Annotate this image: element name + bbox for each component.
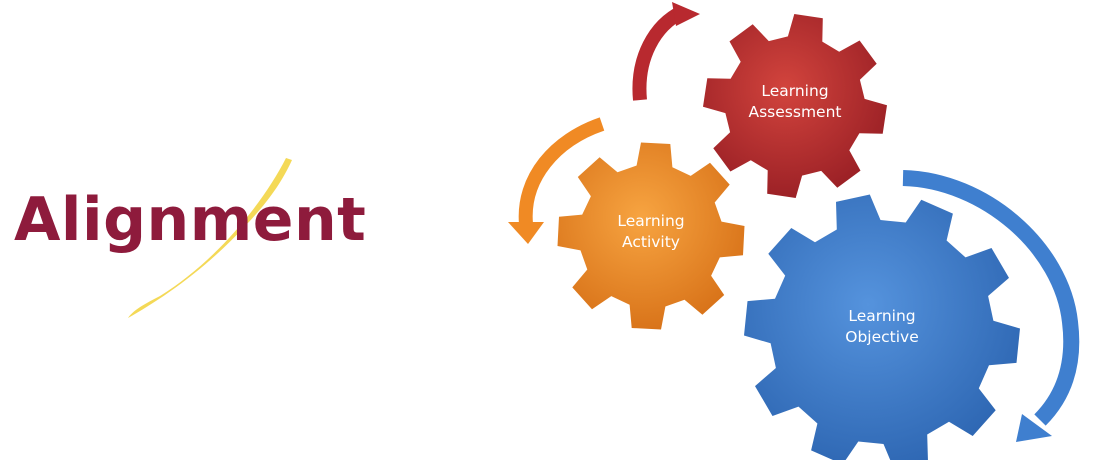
gear-label-activity-2: Activity	[622, 233, 680, 251]
gear-label-assessment-1: Learning	[761, 82, 828, 100]
gear-learning-assessment: Learning Assessment	[703, 14, 887, 198]
gear-label-activity-1: Learning	[617, 212, 684, 230]
gear-label-objective-1: Learning	[848, 307, 915, 325]
arrow-orange	[508, 117, 605, 244]
arrow-red	[632, 2, 700, 101]
alignment-title: Alignment	[14, 185, 367, 255]
gear-learning-activity: Learning Activity	[557, 142, 745, 330]
arrow-blue	[902, 170, 1080, 442]
gear-label-objective-2: Objective	[845, 328, 919, 346]
gear-label-assessment-2: Assessment	[749, 103, 842, 121]
gear-learning-objective: Learning Objective	[744, 194, 1020, 460]
